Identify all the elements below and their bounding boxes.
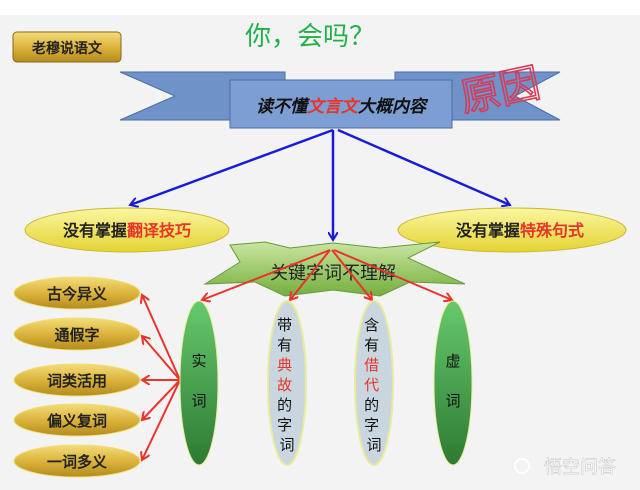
svg-text:古今异义: 古今异义 [47, 285, 107, 303]
page-title: 你，会吗？ [245, 22, 375, 52]
word-type-xuci: 虚 词 [433, 300, 473, 466]
top-margin [0, 0, 640, 15]
svg-text:词类活用: 词类活用 [47, 372, 107, 390]
word-type-jiedai: 含 有 借 代 的 字 词 [354, 300, 394, 466]
key-node: 关键字词不理解 [203, 241, 466, 297]
cause-translation: 没有掌握翻译技巧 [24, 207, 230, 253]
svg-text:带 有 典 故: 带 有 典 故 的 字 词 [277, 316, 297, 454]
svg-text:含 有 借 代: 含 有 借 代 的 字 词 [364, 316, 384, 454]
badge: 老穆说语文 [12, 31, 122, 63]
svg-text:没有掌握特殊句式: 没有掌握特殊句式 [456, 221, 584, 240]
banner-text: 读不懂文言文大概内容 [256, 97, 429, 117]
blue-arrows [130, 128, 510, 240]
svg-text:偏义复词: 偏义复词 [47, 412, 107, 430]
svg-text:悟空问答: 悟空问答 [544, 457, 616, 478]
svg-text:虚: 虚 [445, 352, 460, 370]
shici-items: 古今异义 通假字 词类活用 偏义复词 一词多义 [13, 276, 141, 478]
red-arrows [142, 249, 452, 460]
banner: 读不懂文言文大概内容 [119, 71, 561, 129]
svg-text:没有掌握翻译技巧: 没有掌握翻译技巧 [63, 221, 191, 240]
svg-text:通假字: 通假字 [54, 326, 99, 344]
cause-sentence: 没有掌握特殊句式 [397, 207, 627, 253]
svg-text:词: 词 [445, 392, 460, 410]
svg-text:实: 实 [191, 352, 206, 370]
word-type-diangu: 带 有 典 故 的 字 词 [267, 300, 307, 466]
watermark: 悟空问答 [514, 457, 616, 478]
badge-label: 老穆说语文 [32, 40, 103, 57]
svg-text:词: 词 [191, 392, 206, 410]
watermark-logo-icon [514, 458, 530, 474]
svg-text:一词多义: 一词多义 [47, 453, 107, 471]
word-type-shici: 实 词 [179, 300, 219, 466]
key-node-label: 关键字词不理解 [270, 263, 396, 284]
